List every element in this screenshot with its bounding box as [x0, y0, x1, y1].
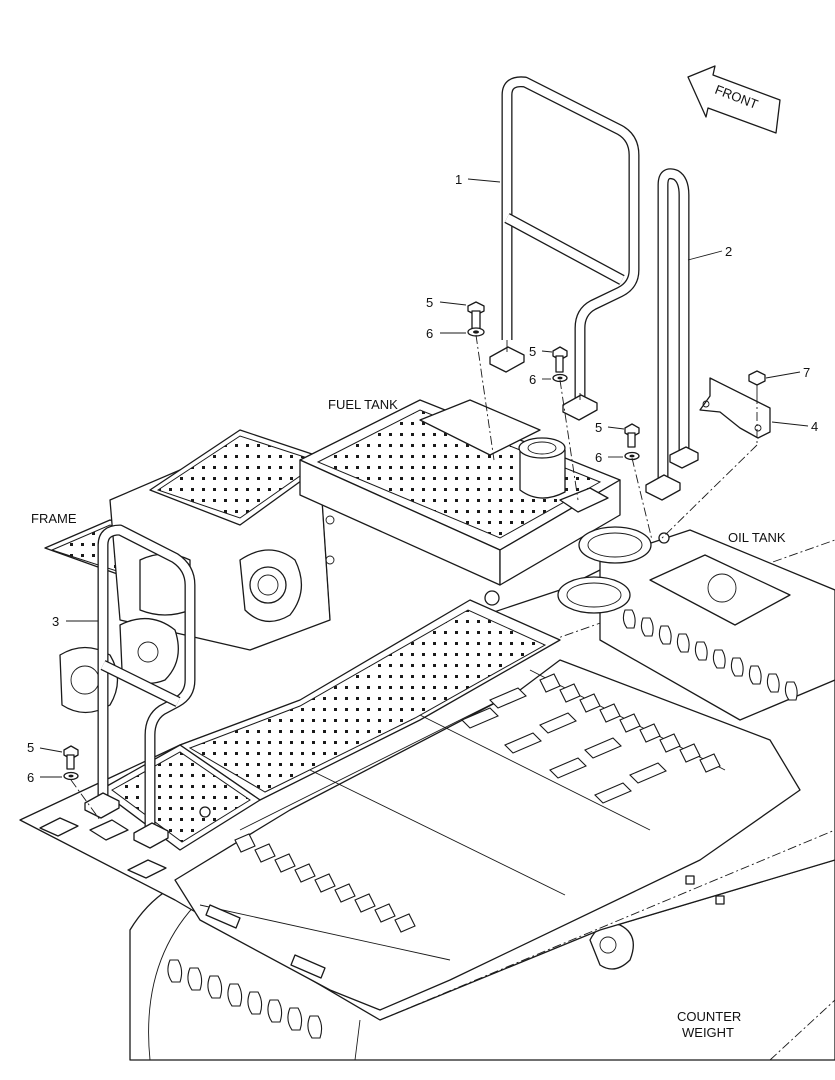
fuel-filler-cap — [518, 437, 566, 499]
washer-6-a — [467, 327, 485, 337]
oil-tank — [557, 526, 835, 721]
callout-6-c: 6 — [595, 450, 602, 465]
assembly-center-lines — [70, 334, 758, 821]
handrail-2 — [645, 168, 699, 501]
engine-hood — [174, 659, 801, 1011]
callout-5-d: 5 — [27, 740, 34, 755]
bracket-4 — [699, 377, 771, 439]
fuel-tank-label: FUEL TANK — [328, 397, 398, 412]
callout-6-d: 6 — [27, 770, 34, 785]
callout-7: 7 — [803, 365, 810, 380]
oil-tank-vents — [622, 609, 798, 701]
bolt-7 — [748, 370, 766, 395]
counter-weight-label-line1: COUNTER — [677, 1009, 741, 1024]
handrail-1 — [489, 76, 640, 421]
mounting-plates — [39, 487, 609, 879]
counter-weight-label-line2: WEIGHT — [682, 1025, 734, 1040]
filter-port-lower — [557, 576, 631, 614]
callout-6-a: 6 — [426, 326, 433, 341]
callout-5-b: 5 — [529, 344, 536, 359]
callout-6-b: 6 — [529, 372, 536, 387]
handrail-3 — [84, 524, 196, 849]
oil-tank-label: OIL TANK — [728, 530, 786, 545]
callout-3: 3 — [52, 614, 59, 629]
bolt-5-c — [624, 423, 640, 448]
filter-port-upper — [578, 526, 652, 564]
fuel-tank — [299, 399, 621, 586]
bolt-5-d — [63, 745, 79, 770]
callout-2: 2 — [725, 244, 732, 259]
leader-lines — [39, 178, 809, 778]
hood-front-vents — [234, 833, 416, 933]
bolt-5-a — [467, 301, 485, 330]
hood-center-slots — [461, 687, 667, 804]
callout-5-c: 5 — [595, 420, 602, 435]
hood-rear-vents — [539, 673, 721, 773]
center-platform — [99, 590, 561, 851]
frame-label: FRAME — [31, 511, 77, 526]
counterweight-vents — [167, 959, 323, 1039]
callout-5-a: 5 — [426, 295, 433, 310]
callout-1: 1 — [455, 172, 462, 187]
bolt-5-b — [552, 346, 568, 373]
washer-6-d — [63, 771, 79, 781]
callout-4: 4 — [811, 419, 818, 434]
front-direction-arrow-icon: FRONT — [687, 65, 781, 134]
